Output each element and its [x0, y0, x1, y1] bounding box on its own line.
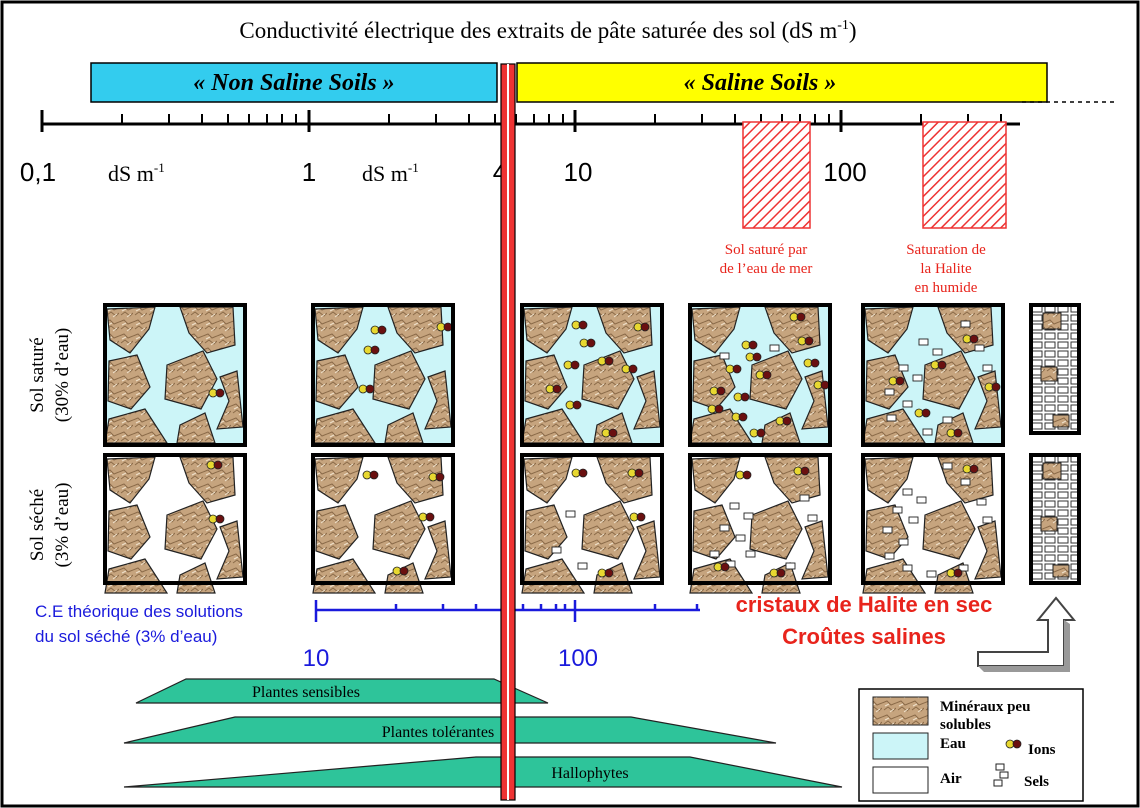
seawater-label-1: Sol saturé par: [725, 242, 807, 258]
row-label-dried-2: (3% d’eau): [52, 483, 73, 568]
legend-minerals-swatch: [872, 696, 929, 726]
legend-minerals-label-2: solubles: [940, 717, 991, 733]
diagram-title: Conductivité électrique des extraits de …: [239, 18, 856, 43]
tile-dried-crust: [1029, 453, 1081, 585]
tile-saturated-5: [861, 303, 1005, 447]
legend-salt-icon: [993, 763, 1009, 787]
row-label-dried-1: Sol séché: [27, 489, 48, 561]
tile-saturated-2: [311, 303, 455, 447]
halite-label-2: la Halite: [920, 261, 972, 277]
scale-label-0-1: 0,1: [20, 157, 56, 187]
seawater-label-2: de l’eau de mer: [720, 261, 813, 277]
scale-unit-label-2: dS m-1: [362, 160, 419, 186]
scale-label-1: 1: [302, 157, 316, 187]
bottom-scale-caption-1: C.E théorique des solutions: [35, 602, 243, 621]
tile-saturated-1: [103, 303, 247, 447]
legend-air-swatch: [872, 766, 929, 794]
tile-dried-4: [688, 453, 832, 594]
legend-water-label: Eau: [940, 736, 966, 752]
plants-halophytes-label: Hallophytes: [551, 765, 628, 782]
top-scale: [40, 101, 1115, 132]
legend-minerals-label-1: Minéraux peu: [940, 699, 1030, 715]
halite-label-3: en humide: [915, 280, 978, 296]
salt-crust-text: Croûtes salines: [782, 624, 946, 649]
row-label-saturated-2: (30% d’eau): [52, 328, 73, 422]
bottom-scale-label-100: 100: [558, 645, 598, 672]
plants-halophytes-band: Hallophytes: [123, 756, 843, 788]
bottom-scale-caption-2: du sol séché (3% d’eau): [35, 627, 217, 646]
plants-sensitive-band: Plantes sensibles: [135, 678, 549, 704]
banner-non-saline-label: « Non Saline Soils »: [193, 70, 394, 96]
plants-tolerant-label: Plantes tolérantes: [382, 724, 494, 741]
halite-crystals-text: cristaux de Halite en sec: [736, 592, 993, 617]
threshold-line-4: [500, 63, 516, 801]
legend-ions-label: Ions: [1028, 742, 1056, 758]
row-label-saturated-1: Sol saturé: [27, 337, 48, 412]
plants-tolerant-band: Plantes tolérantes: [123, 716, 777, 744]
scale-label-100: 100: [823, 157, 866, 187]
tile-saturated-crust: [1029, 303, 1081, 435]
legend-air-label: Air: [940, 771, 962, 787]
banner-saline: « Saline Soils »: [516, 62, 1048, 103]
tile-saturated-4: [688, 303, 832, 447]
seawater-range-bar: [742, 121, 811, 229]
tile-dried-5: [861, 453, 1005, 594]
legend-water-swatch: [872, 732, 929, 760]
tile-dried-1: [103, 453, 247, 594]
banner-saline-label: « Saline Soils »: [684, 70, 837, 96]
legend: Minéraux peu solubles Eau Ions Air Sels: [858, 688, 1084, 802]
tile-saturated-3: [520, 303, 664, 447]
legend-salts-label: Sels: [1024, 774, 1049, 790]
tile-dried-2: [311, 453, 455, 594]
scale-unit-label-1: dS m-1: [108, 160, 165, 186]
plants-sensitive-label: Plantes sensibles: [252, 684, 360, 701]
halite-label-1: Saturation de: [906, 242, 986, 258]
tile-dried-3: [520, 453, 664, 594]
halite-range-bar: [922, 121, 1007, 229]
banner-non-saline: « Non Saline Soils »: [90, 62, 498, 103]
scale-label-10: 10: [564, 157, 593, 187]
bottom-scale-label-10: 10: [303, 645, 330, 672]
